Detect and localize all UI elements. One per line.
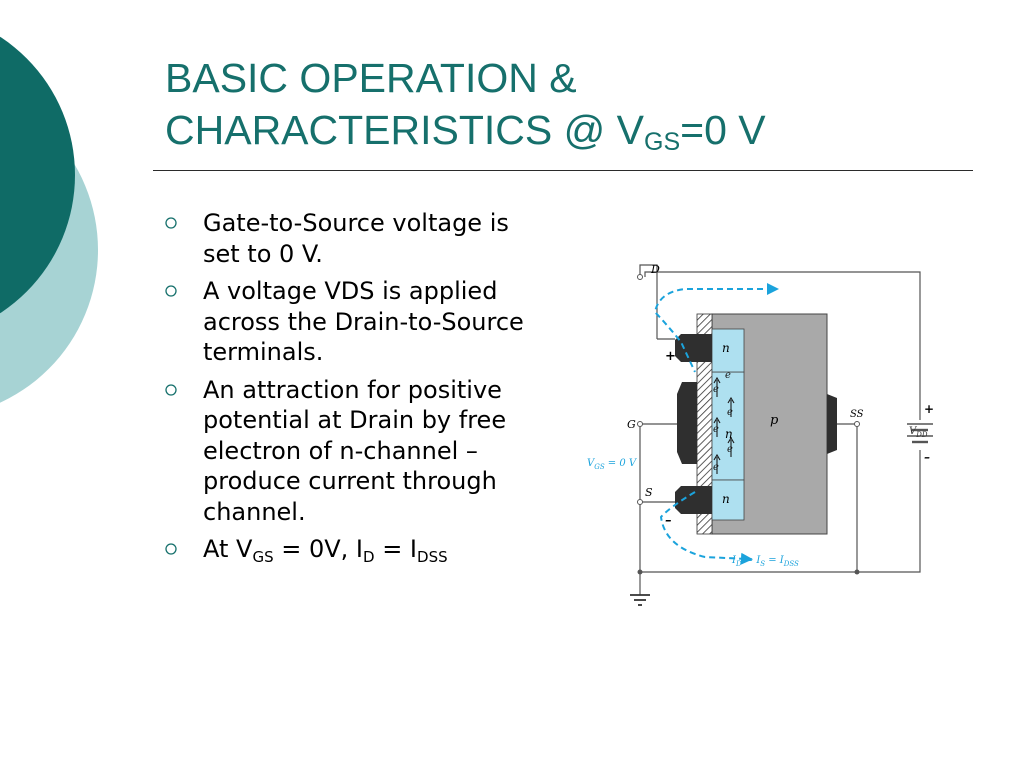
bullet-item: At VGS = 0V, ID = IDSS xyxy=(160,534,550,565)
electron-label: e xyxy=(727,407,733,418)
electron-arrows xyxy=(713,376,735,474)
electron-label: e xyxy=(725,370,731,381)
electron-label: e xyxy=(727,444,733,455)
drain-plus-sign: + xyxy=(665,349,676,364)
source-label: S xyxy=(645,486,653,499)
source-terminal xyxy=(637,499,643,505)
drain-label: D xyxy=(650,263,660,276)
substrate-label: SS xyxy=(850,409,864,420)
channel-n-label: n xyxy=(725,427,733,441)
title-line-2-suffix: =0 V xyxy=(680,107,766,153)
bullet-item: An attraction for positive potential at … xyxy=(160,375,550,528)
title-line-1: BASIC OPERATION & xyxy=(165,55,577,101)
title-divider xyxy=(153,170,973,171)
junction-dot xyxy=(854,569,860,575)
current-flow-arrow-bottom xyxy=(659,491,753,565)
decorative-circles xyxy=(0,36,98,403)
ring-bullet-icon xyxy=(165,383,177,396)
substrate-contact xyxy=(827,394,837,454)
source-n-label: n xyxy=(722,492,730,506)
ring-bullet-icon xyxy=(165,285,177,297)
source-minus-sign: – xyxy=(665,513,672,528)
substrate-terminal xyxy=(854,421,860,427)
drain-contact xyxy=(675,334,712,362)
vdd-battery-icon xyxy=(905,420,935,450)
jfet-diagram: n n n p e e e e e e D G S SS + – + – VDD… xyxy=(587,263,935,606)
electron-label: e xyxy=(713,384,719,395)
bullet-subscript: D xyxy=(363,548,375,566)
gate-label: G xyxy=(627,418,636,431)
electron-label: e xyxy=(713,424,719,435)
slide-title: BASIC OPERATION & CHARACTERISTICS @ VGS=… xyxy=(165,52,766,156)
electron-label: e xyxy=(713,462,719,473)
drain-terminal xyxy=(637,274,643,280)
ring-bullet-icon xyxy=(165,217,177,229)
n-source-region xyxy=(711,479,745,521)
title-subscript: GS xyxy=(644,128,681,156)
source-contact xyxy=(675,486,712,514)
bullet-text: An attraction for positive potential at … xyxy=(203,375,507,526)
electron-labels: e e e e e e xyxy=(713,370,733,473)
bullet-subscript: DSS xyxy=(417,548,448,566)
bullet-list: Gate-to-Source voltage is set to 0 V. A … xyxy=(160,208,550,572)
vdd-minus-sign: – xyxy=(924,450,930,464)
gate-terminal xyxy=(637,421,643,427)
vdd-label: VDD xyxy=(909,426,928,439)
bullet-text-part: = 0V, I xyxy=(273,535,363,563)
vgs-label: VGS = 0 V xyxy=(587,458,638,471)
circuit-wires xyxy=(639,264,921,595)
bullet-text: Gate-to-Source voltage is set to 0 V. xyxy=(203,209,509,268)
dark-teal-circle xyxy=(0,36,75,314)
current-flow-arrow-top xyxy=(653,283,779,373)
drain-n-label: n xyxy=(722,341,730,355)
bullet-item: A voltage VDS is applied across the Drai… xyxy=(160,276,550,368)
gate-contact xyxy=(677,382,697,464)
substrate-p-label: p xyxy=(770,413,779,428)
bullet-item: Gate-to-Source voltage is set to 0 V. xyxy=(160,208,550,269)
bullet-subscript: GS xyxy=(252,548,274,566)
current-equation-label: ID = IS = IDSS xyxy=(731,555,799,568)
ring-bullet-icon xyxy=(165,543,177,555)
n-drain-region xyxy=(711,328,745,373)
bullet-text: A voltage VDS is applied across the Drai… xyxy=(203,277,524,366)
junction-dot xyxy=(637,569,643,575)
title-line-2-prefix: CHARACTERISTICS @ V xyxy=(165,107,645,153)
ground-icon xyxy=(630,594,650,606)
bullet-text-part: At V xyxy=(203,535,253,563)
bullet-text-part: = I xyxy=(374,535,418,563)
vdd-plus-sign: + xyxy=(924,402,934,416)
